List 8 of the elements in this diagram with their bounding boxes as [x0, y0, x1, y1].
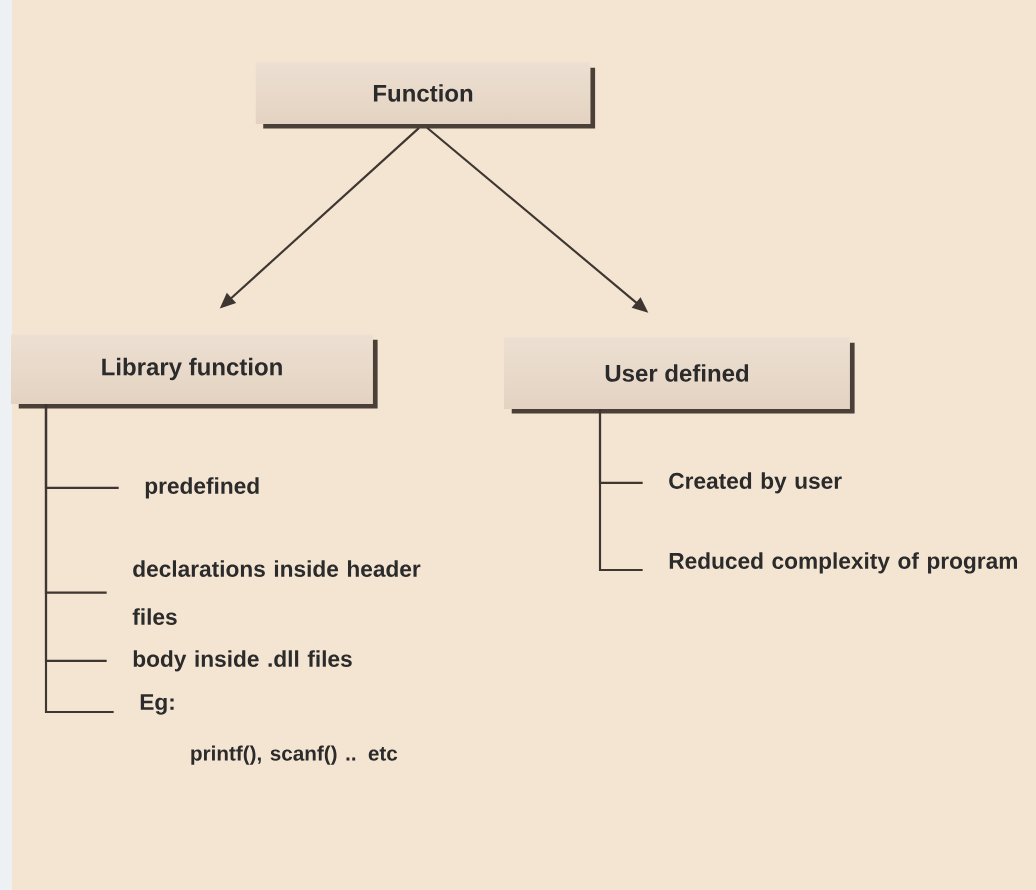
category-box: Library function — [18, 339, 378, 409]
list-item: predefined — [145, 477, 259, 499]
list-item: body inside .dll files — [133, 650, 352, 672]
list-item: Reduced complexity of program — [669, 552, 1017, 574]
category-box: Function — [263, 67, 596, 129]
category-box: User defined — [511, 342, 855, 414]
list-item: Eg: printf(), scanf() .. etc — [140, 694, 398, 765]
list-item: Created by user — [669, 472, 842, 494]
